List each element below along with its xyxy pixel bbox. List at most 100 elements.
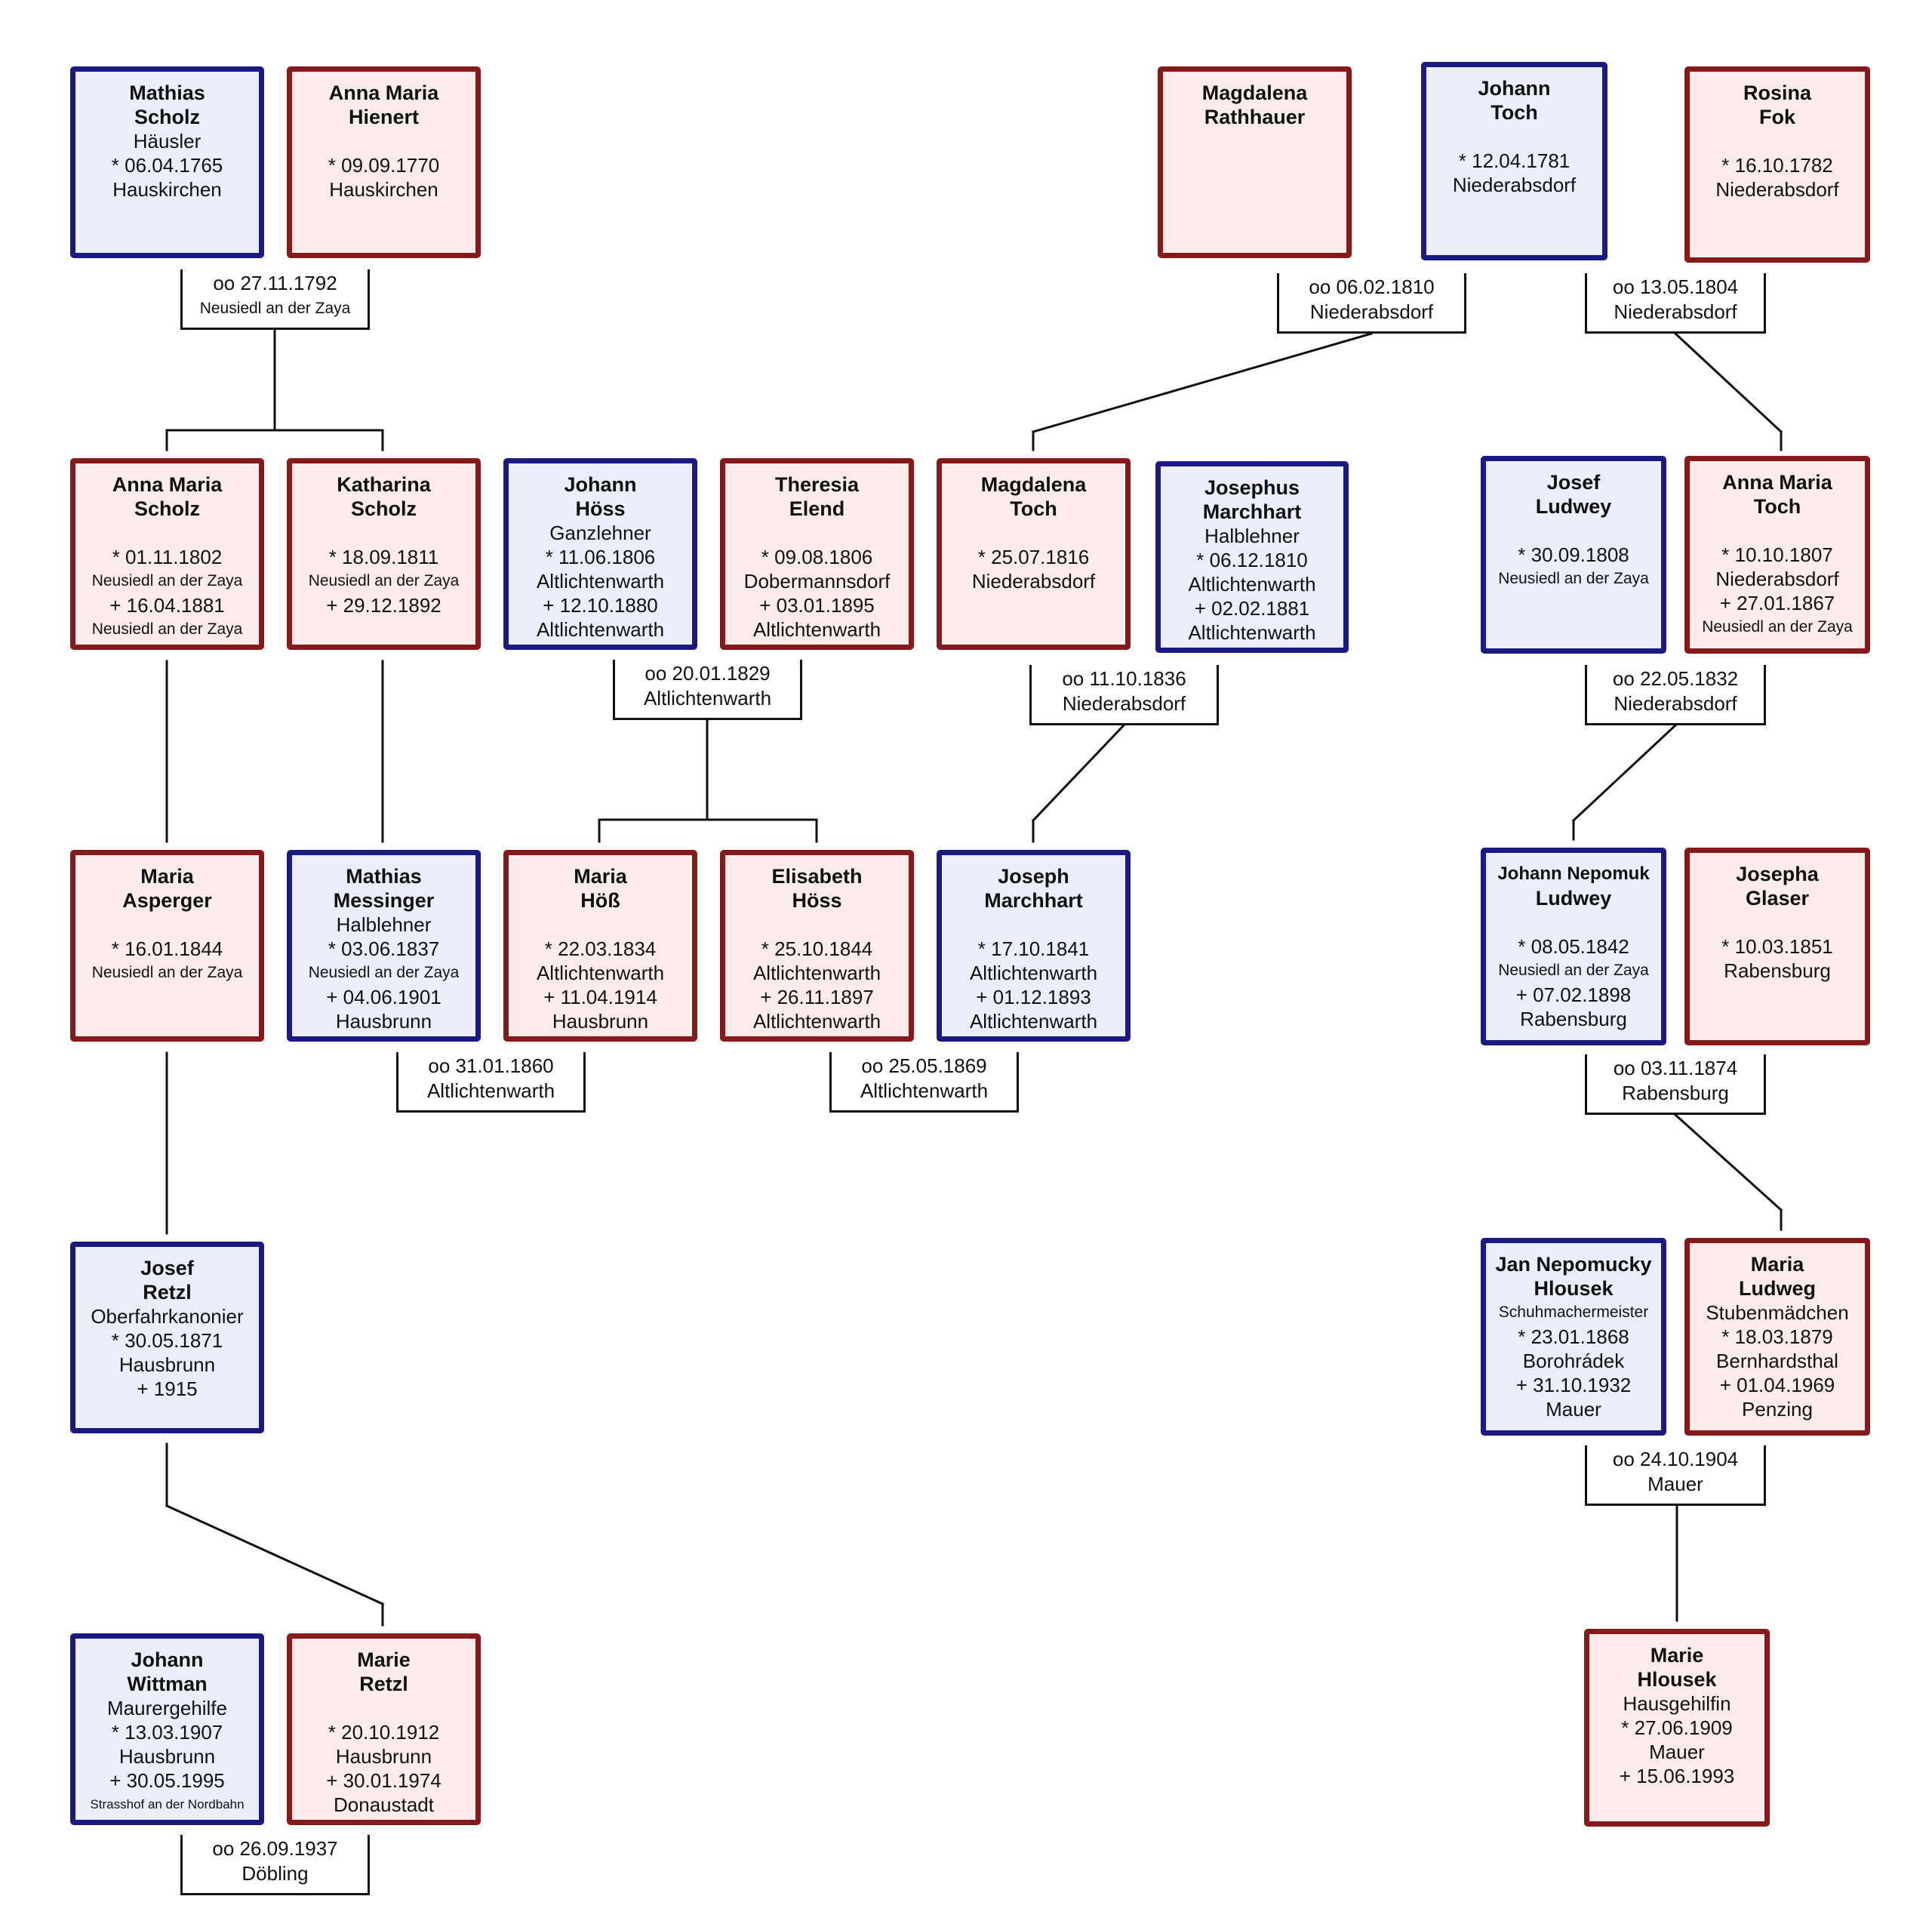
occupation [1690, 129, 1865, 153]
occupation: Maurergehilfe [107, 1697, 227, 1719]
birth-place: Hausbrunn [335, 1745, 432, 1768]
connector-line-20 [1673, 1113, 1783, 1212]
marriage-place: Altlichtenwarth [426, 1079, 555, 1102]
birth-place: Neusiedl an der Zaya [91, 572, 243, 589]
death-date: + 1915 [137, 1377, 198, 1400]
given-name: Jan Nepomucky [1495, 1253, 1652, 1276]
occupation [1426, 125, 1602, 149]
surname: Fok [1758, 106, 1795, 128]
occupation: Halblehner [336, 913, 432, 936]
surname: Höss [575, 497, 626, 520]
birth-date: * 27.06.1909 [1621, 1716, 1733, 1739]
person-marie-retzl: Marie Retzl * 20.10.1912 Hausbrunn + 30.… [287, 1633, 481, 1825]
connector-line-7 [1673, 331, 1783, 434]
given-name: Rosina [1743, 82, 1812, 104]
given-name: Anna Maria [328, 82, 439, 104]
person-rosina-fok: Rosina Fok * 16.10.1782 Niederabsdorf [1684, 66, 1870, 263]
person-josef-retzl: Josef Retzl Oberfahrkanonier * 30.05.187… [70, 1242, 264, 1433]
marriage-scholz-hienert: oo 27.11.1792 Neusiedl an der Zaya [180, 269, 370, 330]
death-date: + 03.01.1895 [759, 594, 875, 617]
person-johann-toch: Johann Toch * 12.04.1781 Niederabsdorf [1421, 62, 1607, 260]
birth-place: Neusiedl an der Zaya [308, 572, 460, 589]
occupation: Hausgehilfin [1623, 1692, 1731, 1715]
birth-place: Altlichtenwarth [536, 962, 665, 984]
surname: Ludwey [1535, 495, 1612, 518]
marriage-place: Altlichtenwarth [643, 687, 772, 710]
given-name: Maria [574, 865, 627, 888]
marriage-wittman-retzl: oo 26.09.1937 Döbling [180, 1835, 370, 1895]
surname: Scholz [350, 497, 417, 520]
death-place: Hausbrunn [552, 1010, 649, 1033]
birth-date: * 10.03.1851 [1721, 935, 1833, 958]
occupation [1486, 519, 1661, 543]
surname: Hienert [348, 106, 420, 128]
given-name: Theresia [774, 473, 860, 496]
surname: Scholz [134, 106, 200, 128]
marriage-date: oo 25.05.1869 [861, 1054, 987, 1077]
given-name: Marie [357, 1648, 411, 1671]
birth-place: Niederabsdorf [1715, 178, 1839, 201]
death-date: + 30.01.1974 [326, 1769, 441, 1792]
birth-place: Neusiedl an der Zaya [91, 964, 243, 981]
marriage-date: oo 11.10.1836 [1062, 667, 1186, 690]
death-date: + 30.05.1995 [109, 1769, 225, 1792]
birth-date: * 20.10.1912 [328, 1721, 440, 1744]
occupation [509, 913, 692, 937]
person-maria-hoess: Maria Höß * 22.03.1834 Altlichtenwarth +… [503, 850, 697, 1042]
birth-place: Hauskirchen [112, 178, 222, 201]
marriage-date: oo 24.10.1904 [1612, 1448, 1739, 1470]
birth-date: * 22.03.1834 [544, 937, 657, 960]
given-name: Elisabeth [771, 865, 863, 888]
birth-place: Altlichtenwarth [536, 570, 665, 593]
birth-date: * 01.11.1802 [112, 546, 223, 568]
surname: Wittman [127, 1673, 208, 1695]
occupation [942, 521, 1125, 545]
death-place: Strasshof an der Nordbahn [90, 1797, 245, 1811]
birth-date: * 25.07.1816 [977, 546, 1090, 568]
given-name: Joseph [998, 865, 1069, 888]
death-place: Donaustadt [334, 1793, 434, 1816]
occupation [75, 913, 259, 937]
given-name: Johann Nepomuk [1497, 863, 1650, 884]
person-jan-nepomucky-hlousek: Jan Nepomucky Hlousek Schuhmachermeister… [1481, 1238, 1666, 1436]
surname: Höss [792, 889, 842, 912]
birth-date: * 16.10.1782 [1721, 154, 1833, 177]
marriage-place: Rabensburg [1622, 1082, 1729, 1104]
birth-place: Hausbrunn [118, 1745, 216, 1768]
occupation: Stubenmädchen [1706, 1301, 1849, 1324]
surname: Toch [1010, 497, 1057, 520]
connector-line-5 [1032, 332, 1373, 433]
birth-place: Neusiedl an der Zaya [1498, 962, 1649, 979]
person-maria-asperger: Maria Asperger * 16.01.1844 Neusiedl an … [70, 850, 264, 1042]
surname: Retzl [359, 1673, 408, 1695]
surname: Hlousek [1637, 1668, 1717, 1691]
birth-date: * 18.03.1879 [1721, 1325, 1833, 1348]
person-anna-maria-scholz: Anna Maria Scholz * 01.11.1802 Neusiedl … [70, 458, 264, 650]
surname: Retzl [143, 1281, 192, 1304]
marriage-date: oo 13.05.1804 [1612, 275, 1739, 298]
birth-place: Borohrádek [1522, 1350, 1625, 1372]
person-josef-ludwey: Josef Ludwey * 30.09.1808 Neusiedl an de… [1481, 456, 1666, 654]
marriage-date: oo 06.02.1810 [1309, 275, 1435, 298]
person-johann-nepomuk-ludwey: Johann Nepomuk Ludwey * 08.05.1842 Neusi… [1481, 848, 1666, 1045]
person-elisabeth-hoess: Elisabeth Höss * 25.10.1844 Altlichtenwa… [720, 850, 914, 1042]
marriage-date: oo 03.11.1874 [1613, 1057, 1738, 1079]
given-name: Josephus [1204, 476, 1300, 499]
birth-date: * 06.12.1810 [1196, 549, 1308, 571]
surname: Höß [580, 889, 620, 912]
birth-date: * 30.09.1808 [1518, 543, 1629, 566]
death-date: + 16.04.1881 [109, 594, 225, 617]
given-name: Maria [1750, 1253, 1804, 1276]
occupation [725, 913, 909, 937]
person-josepha-glaser: Josepha Glaser * 10.03.1851 Rabensburg [1684, 848, 1870, 1045]
marriage-place: Niederabsdorf [1309, 300, 1434, 323]
marriage-hoess-marchhart: oo 25.05.1869 Altlichtenwarth [829, 1052, 1019, 1113]
death-date: + 29.12.1892 [326, 594, 441, 617]
marriage-place: Niederabsdorf [1614, 300, 1737, 323]
death-place: Altlichtenwarth [752, 618, 881, 641]
given-name: Josepha [1736, 863, 1819, 885]
marriage-date: oo 22.05.1832 [1612, 667, 1739, 690]
occupation [942, 913, 1125, 937]
birth-place: Neusiedl an der Zaya [308, 964, 460, 981]
occupation: Häusler [133, 130, 202, 152]
